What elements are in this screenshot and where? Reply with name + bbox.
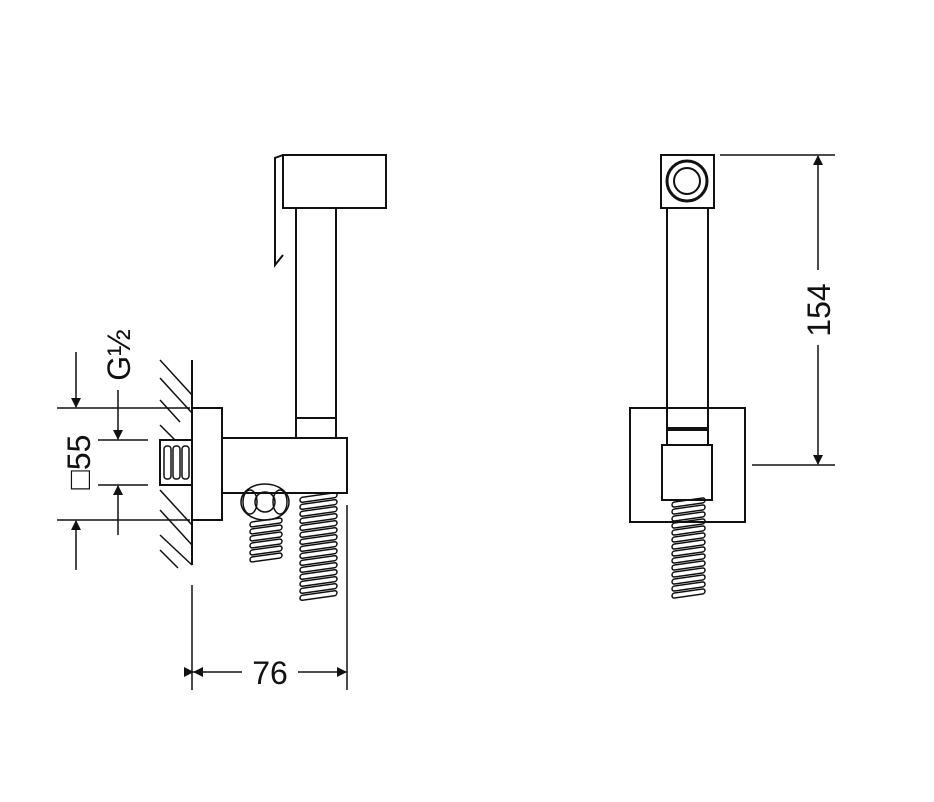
- front-handle-tube: [666, 207, 709, 431]
- holder-body: [221, 437, 348, 494]
- depth-label: 76: [252, 655, 288, 691]
- front-view: [629, 154, 746, 599]
- sprayer-head: [282, 154, 387, 209]
- valve-nut: [240, 483, 290, 521]
- valve-hose: [249, 517, 283, 563]
- wall-plate: [191, 407, 223, 521]
- height-label: 154: [801, 283, 837, 336]
- thread-label: G½: [101, 329, 137, 381]
- mount-square-label: □55: [61, 435, 97, 490]
- front-wall-plate: [629, 407, 746, 523]
- height-dimension: 154: [720, 154, 837, 466]
- spray-nozzle: [665, 159, 709, 203]
- shower-hose: [299, 491, 338, 602]
- handle-collar: [295, 417, 337, 439]
- depth-dimension: 76: [184, 655, 347, 691]
- wall-hatching: [159, 359, 193, 569]
- front-hose: [671, 497, 706, 599]
- front-connector: [661, 444, 713, 501]
- sprayer-lever: [274, 154, 284, 268]
- front-sprayer-head: [660, 154, 715, 209]
- side-view: [159, 154, 387, 690]
- inlet-threads: [163, 445, 190, 480]
- mount-dimension: □55: [57, 352, 190, 570]
- thread-dimension: G½: [98, 329, 148, 535]
- handle-tube: [295, 207, 337, 439]
